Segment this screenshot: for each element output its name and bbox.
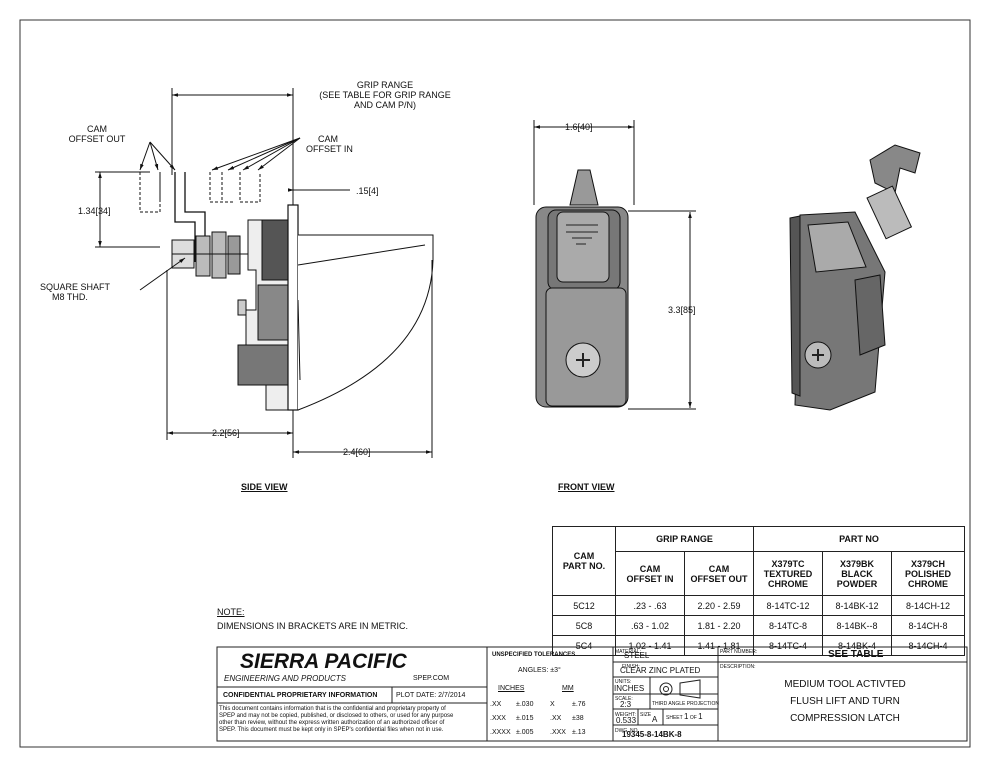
dwg-label: DWG. NO. <box>615 728 639 734</box>
finish-label: FINISH: <box>622 664 640 670</box>
sheet-info: SHEET 1 OF 1 <box>666 712 703 722</box>
front-view-drawing <box>533 120 696 410</box>
cam-offset-in-label: CAM OFFSET IN <box>306 134 353 154</box>
size-value: A <box>652 715 658 724</box>
projection-label: THIRD ANGLE PROJECTION <box>652 701 719 707</box>
company-subtitle: ENGINEERING AND PRODUCTS <box>224 674 346 683</box>
dim-3-3: 3.3[85] <box>668 305 696 315</box>
sheet-border <box>19 19 971 748</box>
description-text: MEDIUM TOOL ACTIVTED FLUSH LIFT AND TURN… <box>784 679 906 724</box>
dim-2-2: 2.2[56] <box>212 428 240 438</box>
website: SPEP.COM <box>413 675 450 682</box>
units-label: UNITS: <box>615 679 632 685</box>
plot-date: PLOT DATE: 2/7/2014 <box>396 692 466 699</box>
mm-header: MM <box>562 685 574 692</box>
dim-1-6: 1.6[40] <box>565 122 593 132</box>
angles-tolerance: ANGLES: ±3° <box>518 667 561 674</box>
size-label: SIZE <box>640 712 652 718</box>
side-view-title: SIDE VIEW <box>241 482 288 492</box>
description-label: DESCRIPTION: <box>720 664 756 670</box>
dim-2-4: 2.4[60] <box>343 447 371 457</box>
isometric-view-drawing <box>789 144 921 411</box>
company-name: SIERRA PACIFIC <box>240 650 407 673</box>
part-number-label: PART NUMBER: <box>720 649 758 655</box>
inches-header: INCHES <box>498 685 525 692</box>
third-angle-projection-icon <box>659 679 701 699</box>
grip-range-label: GRIP RANGE (SEE TABLE FOR GRIP RANGE AND… <box>319 80 451 110</box>
square-shaft-label: SQUARE SHAFT M8 THD. <box>40 282 111 302</box>
dwg-number: 19345-8-14BK-8 <box>622 730 682 739</box>
scale-label: SCALE: <box>615 696 633 702</box>
scale-value: 2:3 <box>620 700 632 709</box>
weight-label: WEIGHT: <box>615 712 636 718</box>
side-view-drawing <box>95 88 434 458</box>
cam-offset-out-label: CAM OFFSET OUT <box>68 124 126 144</box>
units-value: INCHES <box>614 684 645 693</box>
part-number-value: SEE TABLE <box>828 649 884 660</box>
note-text: DIMENSIONS IN BRACKETS ARE IN METRIC. <box>217 621 409 631</box>
confidential-label: CONFIDENTIAL PROPRIETARY INFORMATION <box>223 692 378 699</box>
material-label: MATERIAL: <box>615 649 642 655</box>
part-no-header: PART NO <box>753 526 965 552</box>
front-view-title: FRONT VIEW <box>558 482 615 492</box>
material-value: STEEL <box>624 651 650 660</box>
grip-range-header: GRIP RANGE <box>615 526 754 552</box>
note-title: NOTE: <box>217 607 245 617</box>
dim-0-15: .15[4] <box>356 186 379 196</box>
finish-value: CLEAR ZINC PLATED <box>620 666 701 675</box>
title-block-lines <box>216 646 968 742</box>
dim-1-34: 1.34[34] <box>78 206 111 216</box>
tolerances-header: UNSPECIFIED TOLERANCES <box>492 652 576 658</box>
weight-value: 0.533 <box>616 716 637 725</box>
disclaimer-text: This document contains information that … <box>219 706 454 733</box>
